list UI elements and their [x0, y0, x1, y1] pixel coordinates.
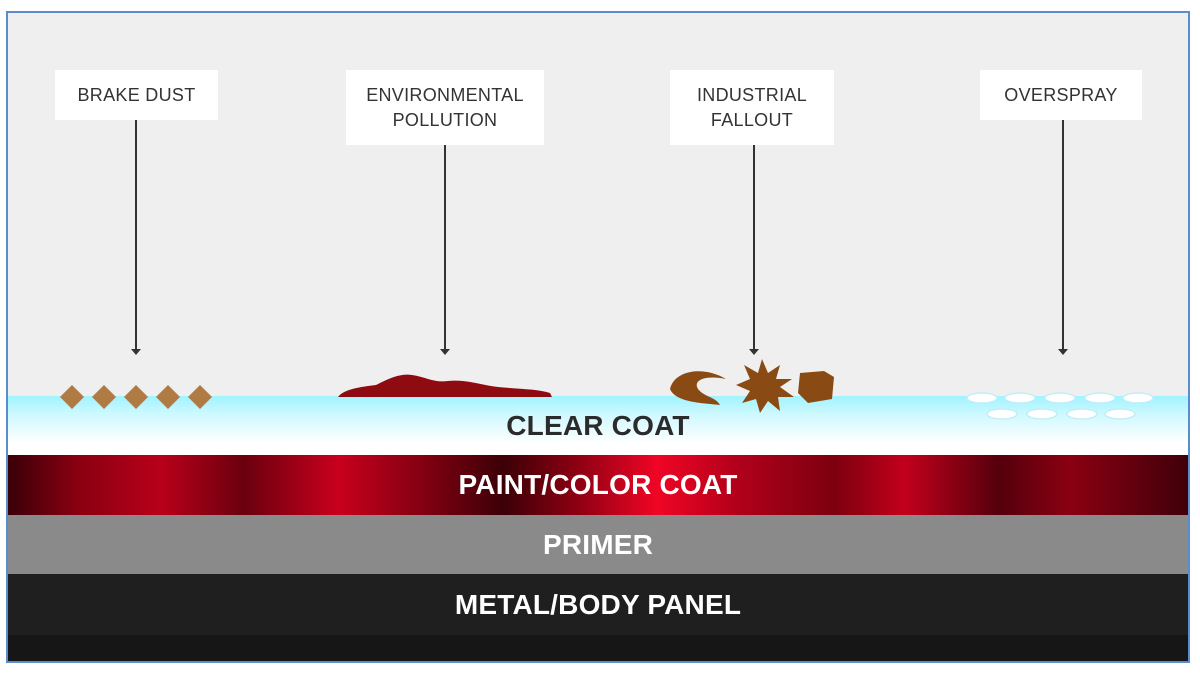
brake-dust-particle	[124, 385, 148, 409]
overspray-droplet	[966, 392, 998, 404]
layer-metal-body-panel: METAL/BODY PANEL	[8, 574, 1188, 635]
arrow-environmental-pollution	[440, 145, 450, 355]
layer-metal-body-panel-label: METAL/BODY PANEL	[454, 588, 742, 620]
overspray-droplet	[1044, 392, 1076, 404]
metal-base-strip	[8, 635, 1188, 661]
label-industrial-fallout: INDUSTRIAL FALLOUT	[670, 70, 834, 145]
layer-paint-color-coat-label: PAINT/COLOR COAT	[458, 469, 738, 500]
arrow-overspray	[1058, 120, 1068, 355]
diagram-frame: BRAKE DUST ENVIRONMENTAL POLLUTION INDUS…	[6, 11, 1190, 663]
brake-dust-particle	[156, 385, 180, 409]
label-environmental-pollution: ENVIRONMENTAL POLLUTION	[346, 70, 544, 145]
layer-primer-label: PRIMER	[542, 528, 654, 560]
brake-dust-particle	[60, 385, 84, 409]
layer-paint-color-coat: PAINT/COLOR COAT	[8, 455, 1188, 515]
fallout-spiky	[736, 359, 794, 413]
overspray-droplet	[986, 408, 1018, 420]
overspray-droplet	[1004, 392, 1036, 404]
brake-dust-particle	[92, 385, 116, 409]
overspray-droplet	[1104, 408, 1136, 420]
label-overspray: OVERSPRAY	[980, 70, 1142, 120]
pollution-deposit	[338, 374, 552, 397]
label-industrial-fallout-text: INDUSTRIAL FALLOUT	[696, 84, 807, 130]
brake-dust-particle	[188, 385, 212, 409]
layer-clear-coat: CLEAR COAT	[8, 396, 1188, 455]
overspray-particles	[966, 392, 1154, 420]
label-overspray-text: OVERSPRAY	[1004, 84, 1118, 105]
layer-primer: PRIMER	[8, 515, 1188, 574]
industrial-fallout-particles	[670, 359, 834, 413]
contaminant-deposits	[60, 359, 1154, 420]
overspray-droplet	[1084, 392, 1116, 404]
overspray-droplet	[1026, 408, 1058, 420]
layer-clear-coat-label: CLEAR COAT	[506, 409, 690, 441]
arrow-brake-dust	[131, 120, 141, 355]
overspray-droplet	[1066, 408, 1098, 420]
label-brake-dust-text: BRAKE DUST	[77, 84, 196, 105]
label-brake-dust: BRAKE DUST	[55, 70, 218, 120]
label-environmental-pollution-text: ENVIRONMENTAL POLLUTION	[366, 84, 524, 130]
overspray-droplet	[1122, 392, 1154, 404]
arrow-industrial-fallout	[749, 145, 759, 355]
fallout-chunk	[798, 371, 834, 403]
fallout-crescent	[670, 371, 726, 405]
brake-dust-particles	[60, 385, 212, 409]
